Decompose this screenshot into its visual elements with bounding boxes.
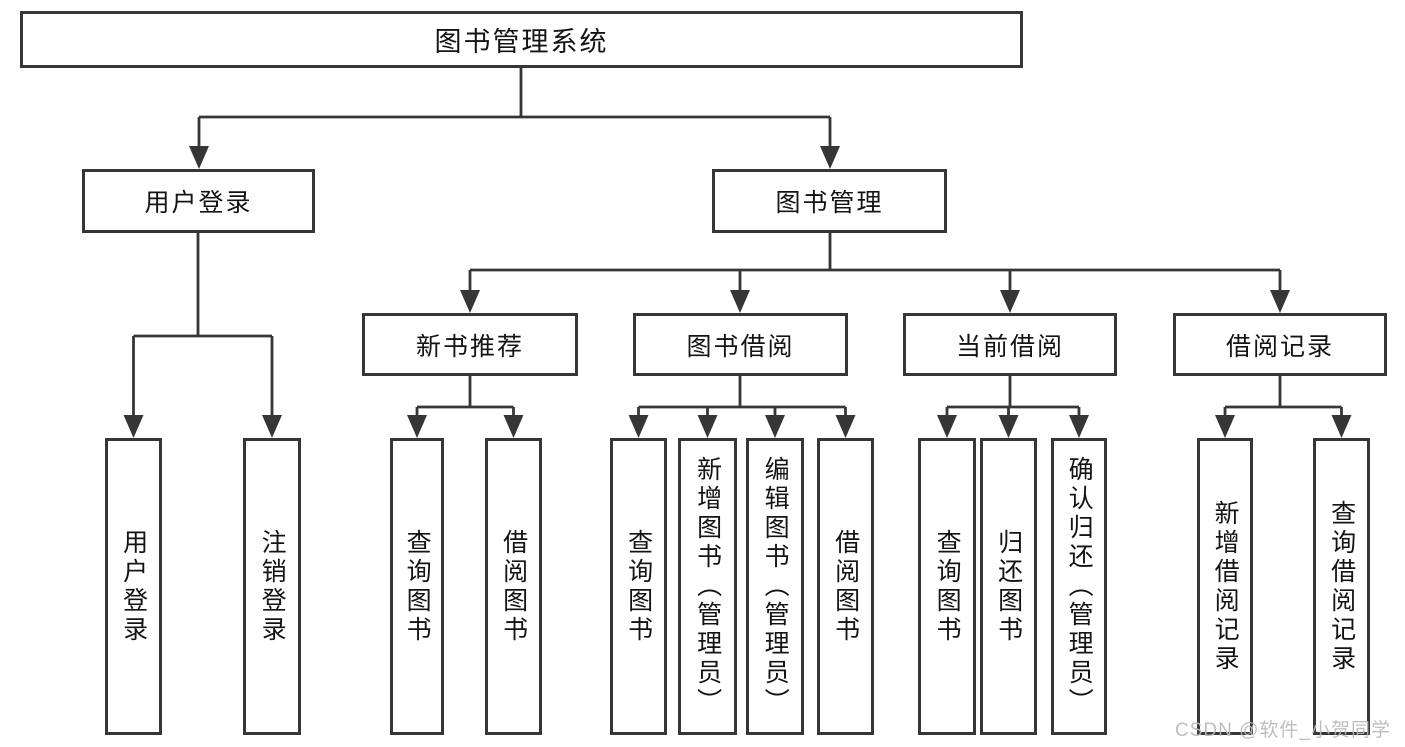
leaf-label: 归还图书 <box>994 528 1023 645</box>
leaf-label: 确认归还（管理员） <box>1065 456 1094 717</box>
node-book-management: 图书管理 <box>712 169 947 233</box>
leaf-query-book-current: 查询图书 <box>918 438 976 735</box>
leaf-label: 查询借阅记录 <box>1327 499 1356 674</box>
edges-borrow-records <box>1215 376 1352 438</box>
arrow-head <box>820 146 840 169</box>
arrow-head <box>1270 290 1290 313</box>
edges-current-borrow <box>937 376 1089 438</box>
leaf-label: 用户登录 <box>119 528 148 645</box>
leaf-label: 借阅图书 <box>499 528 528 645</box>
leaf-query-borrow-record: 查询借阅记录 <box>1313 438 1370 735</box>
arrow-head <box>1331 415 1352 438</box>
edges-book-borrow <box>628 376 856 438</box>
node-book-borrow: 图书借阅 <box>633 313 848 376</box>
node-borrow-records: 借阅记录 <box>1173 313 1387 376</box>
arrow-head <box>1000 290 1020 313</box>
arrow-head <box>407 415 427 438</box>
arrow-head <box>503 415 524 438</box>
leaf-label: 注销登录 <box>258 528 287 645</box>
node-new-book-recommend: 新书推荐 <box>362 313 578 376</box>
arrow-head <box>730 290 750 313</box>
leaf-query-book-borrow: 查询图书 <box>610 438 667 735</box>
leaf-label: 查询图书 <box>403 528 432 645</box>
arrow-head <box>765 415 785 438</box>
node-current-borrow: 当前借阅 <box>903 313 1117 376</box>
leaf-logout: 注销登录 <box>243 438 301 735</box>
leaf-label: 查询图书 <box>624 528 653 645</box>
arrow-head <box>1215 415 1235 438</box>
leaf-return-book: 归还图书 <box>980 438 1037 735</box>
leaf-edit-book-admin: 编辑图书（管理员） <box>746 438 804 735</box>
edges-new-book-recommend <box>407 376 524 438</box>
leaf-add-borrow-record: 新增借阅记录 <box>1197 438 1253 735</box>
arrow-head <box>937 415 957 438</box>
leaf-borrow-book-recommend: 借阅图书 <box>485 438 542 735</box>
leaf-label: 查询图书 <box>933 528 962 645</box>
leaf-label: 借阅图书 <box>831 528 860 645</box>
arrow-head <box>1069 415 1089 438</box>
arrow-head <box>835 415 856 438</box>
node-user-login: 用户登录 <box>82 169 315 233</box>
edges-user-login <box>123 233 282 438</box>
leaf-query-book-recommend: 查询图书 <box>390 438 444 735</box>
arrow-head <box>628 415 649 438</box>
leaf-user-login: 用户登录 <box>105 438 162 735</box>
csdn-watermark: CSDN @软件_小贺同学 <box>1175 720 1391 741</box>
leaf-label: 编辑图书（管理员） <box>761 456 790 717</box>
arrow-head <box>189 146 209 169</box>
arrow-head <box>998 415 1019 438</box>
leaf-label: 新增借阅记录 <box>1211 499 1240 674</box>
leaf-borrow-book: 借阅图书 <box>817 438 874 735</box>
arrow-head <box>460 290 480 313</box>
arrow-head <box>123 415 144 438</box>
leaf-confirm-return-admin: 确认归还（管理员） <box>1051 438 1107 735</box>
leaf-add-book-admin: 新增图书（管理员） <box>678 438 737 735</box>
arrow-head <box>262 415 282 438</box>
edges-book-management <box>460 233 1290 313</box>
node-root: 图书管理系统 <box>20 11 1023 68</box>
arrow-head <box>697 415 718 438</box>
leaf-label: 新增图书（管理员） <box>693 456 722 717</box>
edges-root <box>189 68 840 169</box>
